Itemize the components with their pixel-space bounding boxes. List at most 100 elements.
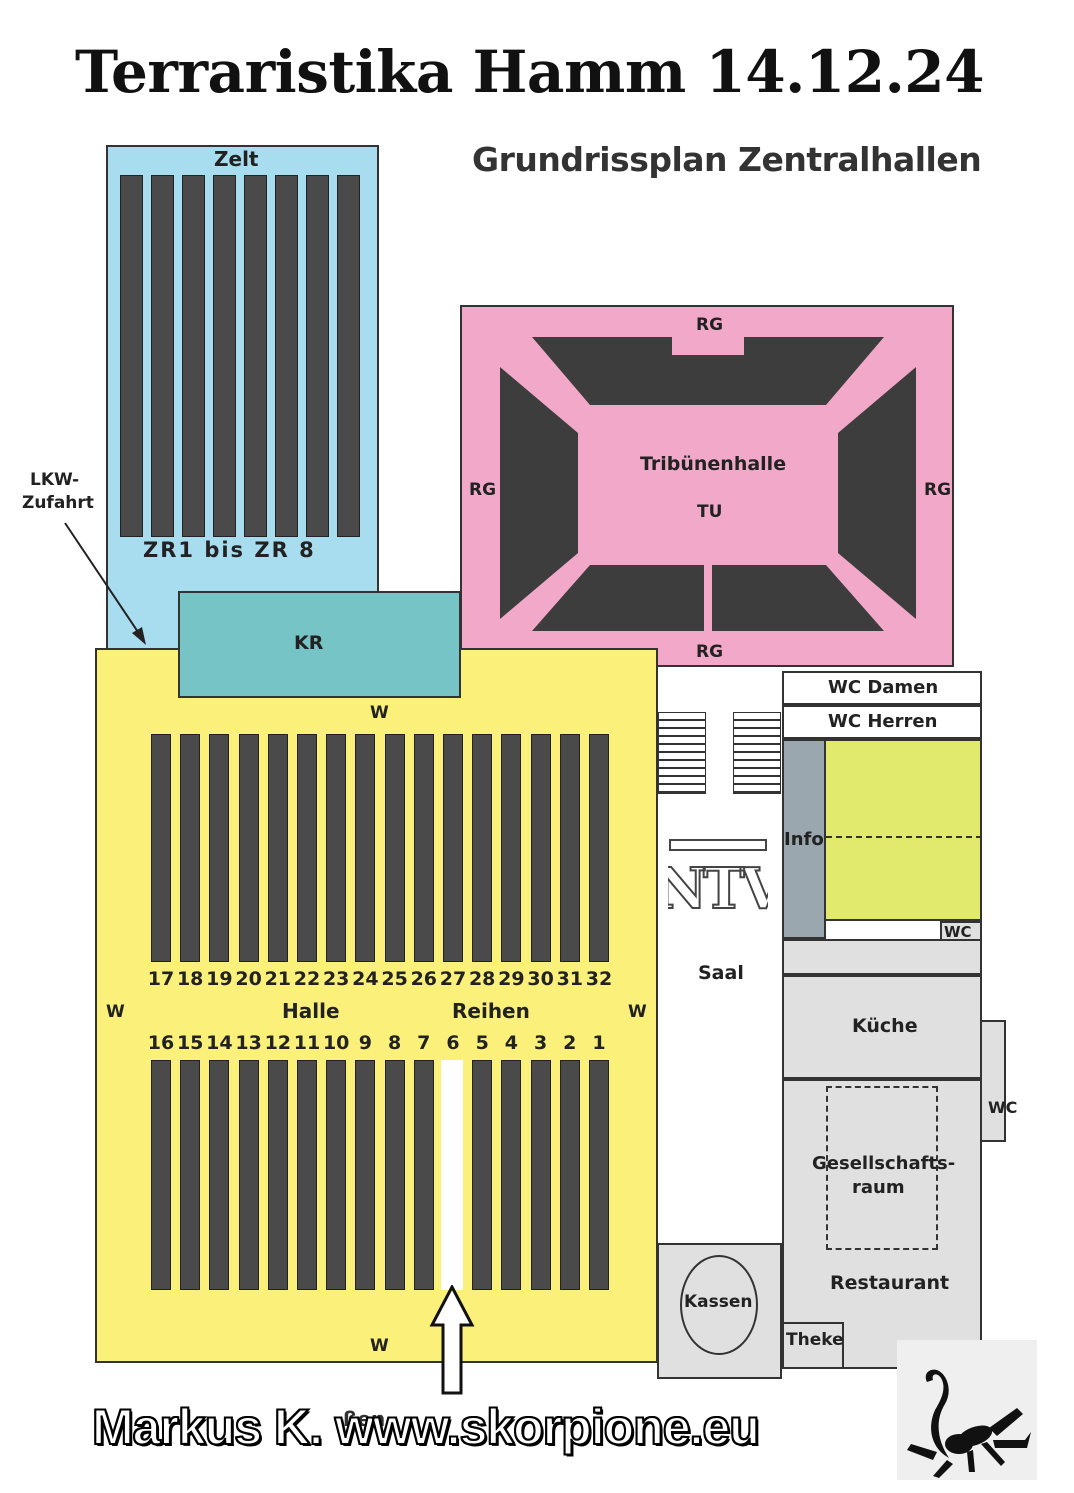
theke-label: Theke	[786, 1330, 844, 1350]
zelt-row-5[interactable]	[244, 175, 267, 537]
hall-row-21[interactable]	[267, 734, 288, 962]
hall-row-30[interactable]	[530, 734, 551, 962]
hall-row-20[interactable]	[238, 734, 259, 962]
hall-row-9[interactable]	[355, 1060, 376, 1290]
hall-row-10[interactable]	[326, 1060, 347, 1290]
hall-row-number-25: 25	[381, 968, 408, 990]
wc-right-label: WC	[988, 1098, 1018, 1117]
hall-row-number-12: 12	[264, 1032, 292, 1054]
hall-row-4[interactable]	[501, 1060, 522, 1290]
main-aisle	[441, 1060, 463, 1290]
hall-row-number-5: 5	[475, 1032, 489, 1054]
hall-row-number-1: 1	[592, 1032, 606, 1054]
hall-row-19[interactable]	[209, 734, 230, 962]
hall-row-12[interactable]	[267, 1060, 288, 1290]
saal-label: Saal	[698, 962, 744, 984]
hall-row-15[interactable]	[180, 1060, 201, 1290]
hall-row-22[interactable]	[297, 734, 317, 962]
hall-row-26[interactable]	[413, 734, 434, 962]
lime-room[interactable]	[826, 739, 982, 921]
hall-row-number-8: 8	[387, 1032, 402, 1054]
w-right-label: W	[628, 1002, 647, 1022]
hall-row-17[interactable]	[151, 734, 171, 962]
hall-row-27[interactable]	[443, 734, 463, 962]
hall-row-number-31: 31	[556, 968, 584, 990]
lkw-arrow-icon	[64, 522, 146, 645]
halle-label: Halle	[282, 999, 340, 1023]
hall-row-number-3: 3	[533, 1032, 548, 1054]
hall-row-number-11: 11	[293, 1032, 321, 1054]
ntv-logo: NTV	[668, 839, 768, 916]
zelt-row-3[interactable]	[182, 175, 205, 537]
hall-row-3[interactable]	[530, 1060, 551, 1290]
hall-row-number-20: 20	[235, 968, 262, 990]
hall-row-number-7: 7	[417, 1032, 431, 1054]
wc-herren-room[interactable]	[782, 705, 982, 739]
hall-row-number-18: 18	[176, 968, 204, 990]
theke-room[interactable]	[782, 1322, 844, 1369]
hall-row-32[interactable]	[589, 734, 609, 962]
hall-row-number-23: 23	[322, 968, 350, 990]
wc-small-label: WC	[944, 923, 972, 941]
info-label: Info	[784, 829, 824, 850]
rg-bottom-label: RG	[696, 642, 724, 662]
hall-row-8[interactable]	[384, 1060, 405, 1290]
hall-row-1[interactable]	[589, 1060, 609, 1290]
hall-row-number-6: 6	[446, 1032, 460, 1054]
kassen-circle	[680, 1255, 758, 1355]
tribuenenhalle-label: Tribünenhalle	[640, 453, 787, 475]
hall-row-number-10: 10	[322, 1032, 350, 1054]
gesellschaftsraum-label-2: raum	[852, 1177, 905, 1198]
page-title: Terraristika Hamm 14.12.24	[75, 38, 984, 106]
hall-row-24[interactable]	[355, 734, 376, 962]
hall-row-25[interactable]	[384, 734, 405, 962]
gesellschaftsraum-outline	[826, 1086, 938, 1250]
hall-row-5[interactable]	[472, 1060, 493, 1290]
hall-row-number-30: 30	[527, 968, 554, 990]
zelt-row-7[interactable]	[306, 175, 329, 537]
stairs-left	[658, 712, 706, 794]
corridor-right	[782, 939, 982, 975]
hall-row-number-15: 15	[176, 1032, 204, 1054]
hall-row-16[interactable]	[151, 1060, 171, 1290]
hall-row-23[interactable]	[326, 734, 347, 962]
wc-damen-label: WC Damen	[828, 677, 939, 698]
w-left-label: W	[106, 1002, 125, 1022]
entrance-arrow-icon[interactable]	[428, 1285, 476, 1397]
kassen-label: Kassen	[684, 1292, 753, 1312]
hall-row-number-29: 29	[498, 968, 525, 990]
wc-damen-room[interactable]	[782, 671, 982, 705]
rg-top-label: RG	[696, 315, 724, 335]
hall-row-number-2: 2	[563, 1032, 577, 1054]
kr-area[interactable]	[178, 591, 461, 698]
hall-row-number-24: 24	[352, 968, 379, 990]
hall-row-number-26: 26	[410, 968, 438, 990]
hall-row-29[interactable]	[501, 734, 522, 962]
w-top-label: W	[370, 703, 389, 723]
hall-row-7[interactable]	[413, 1060, 434, 1290]
hall-row-11[interactable]	[297, 1060, 317, 1290]
kueche-room[interactable]	[782, 975, 982, 1079]
hall-row-number-16: 16	[147, 1032, 175, 1054]
hall-row-14[interactable]	[209, 1060, 230, 1290]
hall-row-31[interactable]	[559, 734, 580, 962]
info-room[interactable]	[782, 739, 826, 939]
hall-row-13[interactable]	[238, 1060, 259, 1290]
hall-row-number-32: 32	[585, 968, 613, 990]
gesellschaftsraum-label-1: Gesellschafts-	[812, 1153, 956, 1174]
w-bottom-label: W	[370, 1336, 389, 1356]
plan-subtitle: Grundrissplan Zentralhallen	[472, 140, 982, 179]
hall-row-2[interactable]	[559, 1060, 580, 1290]
zelt-row-4[interactable]	[213, 175, 236, 537]
hall-row-28[interactable]	[472, 734, 493, 962]
hall-row-number-28: 28	[468, 968, 496, 990]
tribuene-stands	[500, 337, 916, 631]
zelt-row-6[interactable]	[275, 175, 298, 537]
wc-right-room[interactable]	[980, 1020, 1006, 1142]
zelt-row-8[interactable]	[337, 175, 360, 537]
hall-row-18[interactable]	[180, 734, 201, 962]
zelt-row-2[interactable]	[151, 175, 174, 537]
zelt-row-1[interactable]	[120, 175, 143, 537]
svg-text:NTV: NTV	[668, 856, 768, 916]
restaurant-room[interactable]	[782, 1079, 982, 1369]
